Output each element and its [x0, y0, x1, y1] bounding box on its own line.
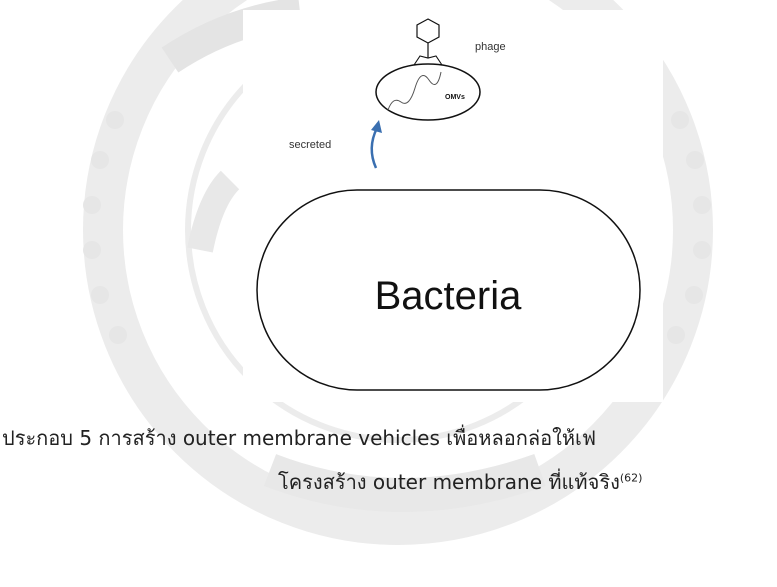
figure-caption-line-2: โครงสร้าง outer membrane ที่แท้จริง(62) [0, 466, 777, 498]
bacteria-label: Bacteria [375, 274, 522, 318]
omv-vesicle [376, 64, 480, 120]
phage-head [417, 19, 439, 43]
caption-reference: (62) [620, 471, 643, 484]
secreted-arrow [372, 128, 377, 168]
phage-label: phage [475, 41, 506, 53]
secreted-label: secreted [289, 139, 331, 151]
caption-text-2: โครงสร้าง outer membrane ที่แท้จริง [278, 470, 620, 494]
secreted-arrowhead [371, 120, 382, 133]
omv-label: OMVs [445, 94, 465, 101]
caption-text-1: ประกอบ 5 การสร้าง outer membrane vehicle… [2, 426, 596, 450]
diagram-panel: Bacteria secreted OMVs phage [243, 10, 663, 402]
omv-diagram: Bacteria secreted OMVs phage [243, 10, 663, 402]
figure-caption-line-1: ประกอบ 5 การสร้าง outer membrane vehicle… [0, 422, 777, 454]
